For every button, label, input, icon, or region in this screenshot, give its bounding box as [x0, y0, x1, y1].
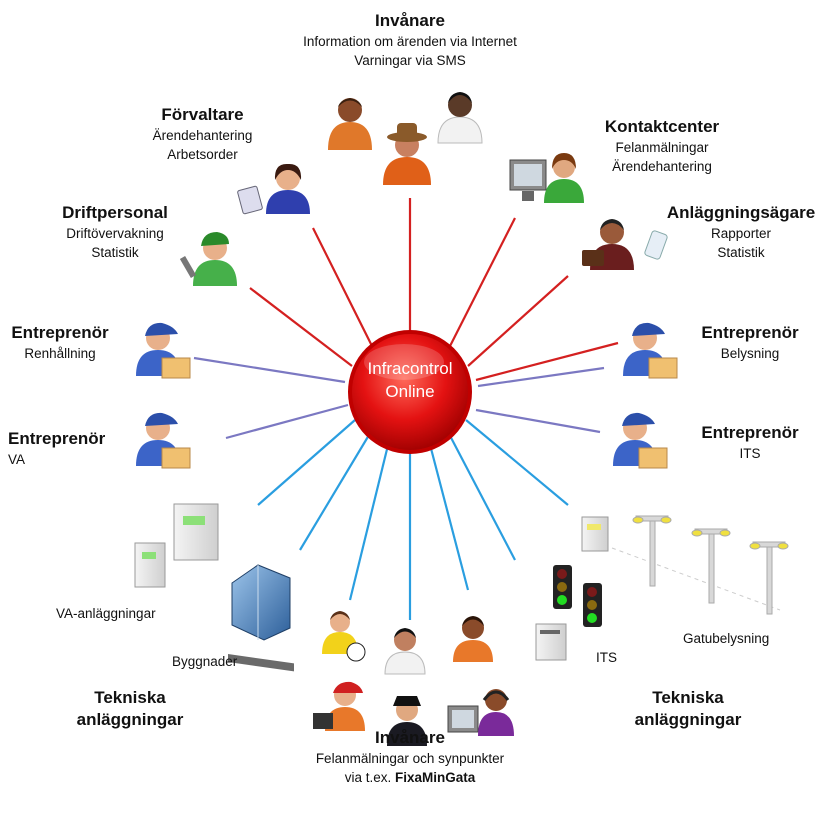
label-tekniska-right: Tekniska anläggningar [608, 687, 768, 731]
node-line: Statistik [717, 245, 765, 260]
label-line: anläggningar [76, 710, 184, 729]
node-line: Arbetsorder [167, 147, 238, 162]
node-kontaktcenter: Kontaktcenter Felanmälningar Ärendehante… [582, 116, 742, 176]
resident-icon [328, 98, 372, 150]
node-line: VA [8, 452, 26, 467]
contractor-icon [613, 412, 668, 469]
line-entreprenor-its [475, 408, 601, 434]
node-invanare-bottom: Invånare Felanmälningar och synpunkter v… [270, 727, 550, 787]
label-byggnader: Byggnader [172, 654, 238, 669]
fixamingata-link-text: FixaMinGata [395, 770, 476, 785]
node-title: Entreprenör [8, 429, 106, 448]
street-light-icon [611, 515, 789, 615]
electrical-box-icon [535, 516, 609, 661]
contractor-icon [136, 412, 191, 469]
hub-label-line2: Online [385, 382, 435, 401]
line-entreprenor-renhallning [193, 356, 346, 384]
resident-icon [322, 611, 366, 662]
label-line: anläggningar [634, 710, 742, 729]
line-gatubelysning [465, 419, 569, 506]
node-line: Felanmälningar [615, 140, 709, 155]
resident-icon [384, 628, 426, 675]
node-line: Information om ärenden via Internet [303, 34, 517, 49]
line-invanare-bottom-left [348, 436, 392, 601]
line-invanare-bottom-right [426, 436, 470, 591]
hub [348, 330, 472, 454]
operations-staff-icon [179, 232, 237, 286]
line-entreprenor-belysning-red [475, 341, 619, 382]
label-its: ITS [596, 650, 618, 665]
label-va-anlaggningar: VA-anläggningar [56, 606, 156, 621]
connector-lines [193, 198, 619, 620]
line-va-anlaggningar [257, 419, 356, 506]
node-title: Entreprenör [701, 323, 799, 342]
node-title: Entreprenör [11, 323, 109, 342]
node-line: Ärendehantering [152, 128, 253, 143]
line-driftpersonal [249, 287, 353, 367]
node-line: ITS [739, 446, 761, 461]
hub-label-line1: Infracontrol [367, 359, 453, 378]
traffic-light-icon [553, 565, 602, 627]
resident-icon [437, 92, 483, 144]
label-line: Tekniska [94, 688, 166, 707]
camera-operator-icon [313, 681, 365, 731]
line-anlaggningsagare [467, 275, 569, 367]
label-gatubelysning: Gatubelysning [683, 631, 770, 646]
line-its [446, 429, 516, 561]
line-kontaktcenter [446, 217, 516, 353]
node-line: Felanmälningar och synpunkter [315, 751, 505, 766]
contact-center-icon [509, 153, 584, 203]
node-title: Förvaltare [161, 105, 244, 124]
line-entreprenor-va [225, 403, 349, 440]
node-line: Belysning [720, 346, 780, 361]
administrator-icon [237, 163, 310, 215]
facility-owner-icon [582, 219, 668, 270]
node-title: Anläggningsägare [666, 203, 816, 222]
node-line-prefix: via t.ex. [344, 770, 395, 785]
person-icons [136, 92, 678, 746]
node-line: via t.ex. FixaMinGata [270, 768, 550, 787]
node-line: Statistik [91, 245, 139, 260]
node-line: Ärendehantering [612, 159, 712, 174]
line-forvaltare [312, 227, 376, 353]
node-title: Entreprenör [701, 423, 799, 442]
cabinet-icon [134, 503, 219, 588]
resident-icon [453, 616, 493, 662]
node-invanare-top: Invånare Information om ärenden via Inte… [260, 10, 560, 70]
node-line: Varningar via SMS [354, 53, 466, 68]
node-driftpersonal: Driftpersonal Driftövervakning Statistik [40, 202, 190, 262]
pilot-icon [387, 696, 427, 746]
node-title: Invånare [375, 728, 445, 747]
node-entreprenor-va: Entreprenör VA [8, 428, 128, 469]
facility-icons [134, 503, 789, 672]
label-tekniska-left: Tekniska anläggningar [50, 687, 210, 731]
contractor-icon [136, 322, 191, 379]
line-byggnader [299, 429, 373, 551]
line-entreprenor-belysning [477, 366, 605, 388]
cowboy-icon [383, 123, 431, 185]
node-line: Driftövervakning [66, 226, 164, 241]
support-agent-icon [447, 689, 514, 736]
node-entreprenor-its: Entreprenör ITS [690, 422, 810, 463]
node-title: Kontaktcenter [604, 117, 720, 136]
node-forvaltare: Förvaltare Ärendehantering Arbetsorder [115, 104, 290, 164]
building-icon [228, 564, 294, 672]
node-anlaggningsagare: Anläggningsägare Rapporter Statistik [660, 202, 819, 262]
node-title: Invånare [375, 11, 445, 30]
contractor-icon [623, 322, 678, 379]
node-title: Driftpersonal [62, 203, 168, 222]
node-entreprenor-renhallning: Entreprenör Renhållning [0, 322, 120, 363]
hub-label: Infracontrol Online [335, 357, 485, 403]
node-entreprenor-belysning: Entreprenör Belysning [690, 322, 810, 363]
node-line: Rapporter [710, 226, 772, 241]
label-line: Tekniska [652, 688, 724, 707]
node-line: Renhållning [24, 346, 96, 361]
